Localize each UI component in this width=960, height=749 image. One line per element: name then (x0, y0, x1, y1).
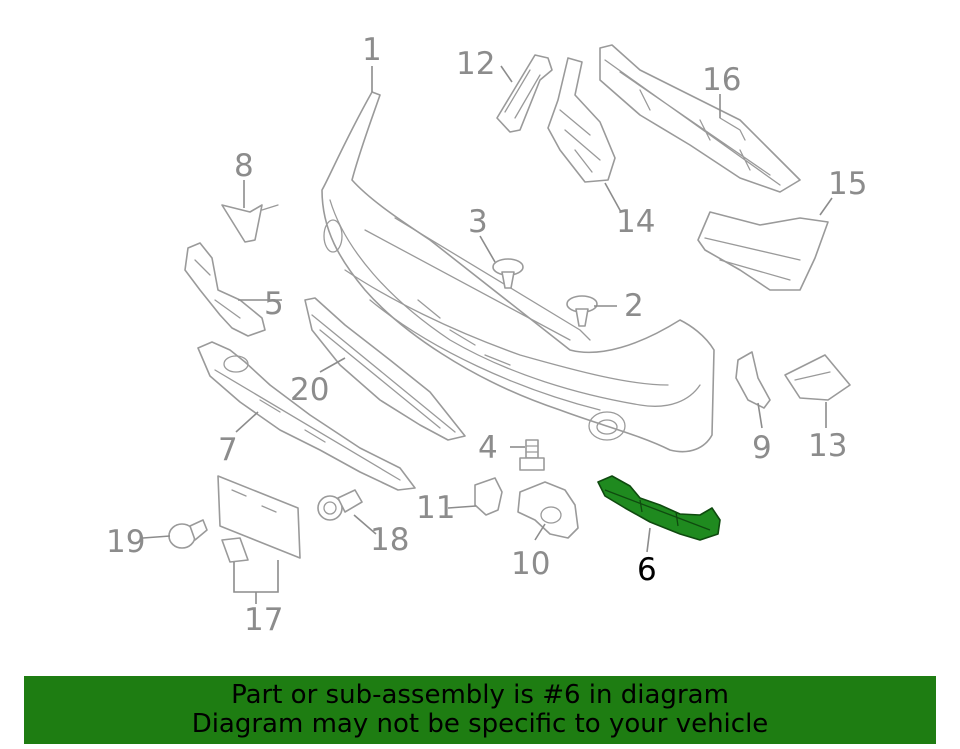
callout-5: 5 (264, 286, 284, 322)
bumper-cover-part-1[interactable] (321, 91, 715, 453)
bracket-part-12[interactable] (496, 54, 553, 133)
plate-bracket-part-17[interactable] (217, 475, 301, 563)
callout-14: 14 (616, 204, 655, 240)
lower-support-part-7[interactable] (197, 341, 416, 491)
callout-20: 20 (290, 372, 329, 408)
callout-11: 11 (416, 490, 455, 526)
callout-17: 17 (244, 602, 283, 638)
callout-18: 18 (370, 522, 409, 558)
banner-line-1: Part or sub-assembly is #6 in diagram (231, 680, 729, 710)
bracket-part-5[interactable] (184, 242, 266, 337)
push-clip-part-3[interactable] (492, 258, 524, 289)
callout-10: 10 (511, 546, 550, 582)
bracket-part-13[interactable] (784, 354, 851, 401)
callout-16: 16 (702, 62, 741, 98)
callout-6-highlighted: 6 (637, 552, 657, 588)
callout-9: 9 (752, 430, 772, 466)
clip-part-8[interactable] (221, 204, 279, 243)
grommet-part-18[interactable] (317, 489, 363, 521)
lower-grille-part-20[interactable] (304, 297, 466, 441)
callout-labels: 1 12 16 8 15 14 3 5 2 20 7 4 9 13 11 18 … (106, 32, 867, 638)
callout-13: 13 (808, 428, 847, 464)
bracket-part-9[interactable] (735, 351, 771, 409)
callout-1: 1 (362, 32, 382, 68)
callout-7: 7 (218, 432, 238, 468)
end-cap-part-15[interactable] (697, 211, 829, 291)
callout-15: 15 (828, 166, 867, 202)
callout-3: 3 (468, 204, 488, 240)
callout-2: 2 (624, 288, 644, 324)
reinforcement-part-16[interactable] (599, 44, 801, 193)
banner-line-2: Diagram may not be specific to your vehi… (191, 709, 769, 739)
screw-part-19[interactable] (168, 519, 208, 549)
callout-4: 4 (478, 430, 498, 466)
bolt-part-4[interactable] (519, 439, 545, 471)
callout-19: 19 (106, 524, 145, 560)
side-bracket-part-14[interactable] (547, 57, 616, 183)
info-banner: Part or sub-assembly is #6 in diagram Di… (24, 676, 936, 744)
push-clip-part-2[interactable] (566, 295, 598, 327)
clip-part-11[interactable] (474, 477, 503, 516)
callout-8: 8 (234, 148, 254, 184)
leader-lines (142, 65, 833, 604)
callout-12: 12 (456, 46, 495, 82)
bracket-part-6-highlighted[interactable] (597, 475, 721, 541)
bracket-part-10[interactable] (517, 481, 579, 539)
